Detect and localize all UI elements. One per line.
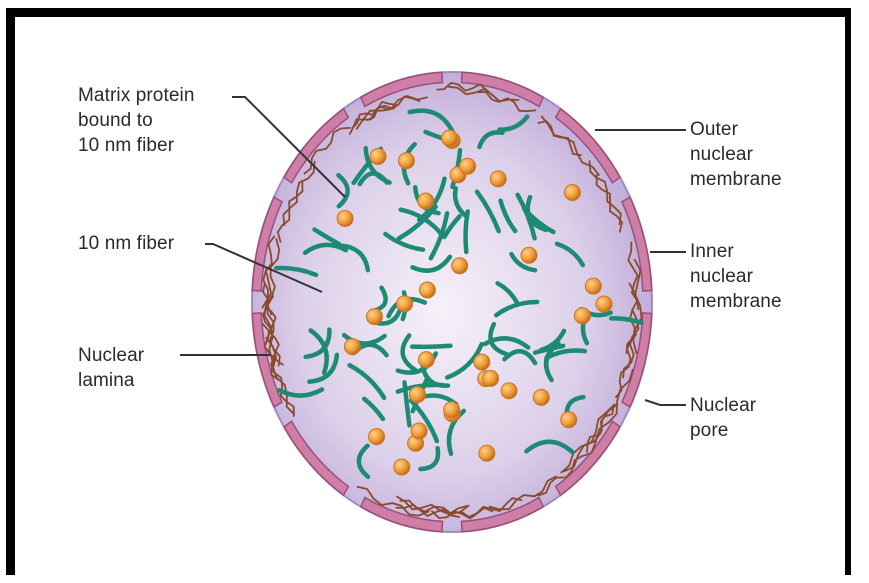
matrix-protein (411, 423, 427, 439)
matrix-protein (585, 278, 601, 294)
matrix-protein (596, 296, 612, 312)
matrix-protein (337, 211, 353, 227)
matrix-protein (398, 153, 414, 169)
pore-label: Nuclear pore (690, 393, 756, 443)
matrix-protein (442, 130, 458, 146)
matrix-protein (533, 389, 549, 405)
matrix-protein (490, 171, 506, 187)
matrix-protein (460, 158, 476, 174)
matrix-protein (483, 370, 499, 386)
matrix-protein-label: Matrix protein bound to 10 nm fiber (78, 83, 195, 158)
matrix-protein (452, 258, 468, 274)
matrix-protein (574, 308, 590, 324)
pore-leader (645, 400, 686, 405)
matrix-protein (369, 429, 385, 445)
matrix-protein (474, 354, 490, 370)
matrix-protein (479, 445, 495, 461)
fiber-label: 10 nm fiber (78, 231, 174, 256)
matrix-protein (418, 193, 434, 209)
matrix-protein (561, 412, 577, 428)
matrix-protein (521, 247, 537, 263)
matrix-protein (444, 402, 460, 418)
inner-membrane-label: Inner nuclear membrane (690, 239, 782, 314)
matrix-protein (397, 296, 413, 312)
matrix-protein (409, 387, 425, 403)
matrix-protein (394, 459, 410, 475)
lamina-label: Nuclear lamina (78, 343, 144, 393)
matrix-protein (564, 185, 580, 201)
matrix-protein (370, 149, 386, 165)
matrix-protein (501, 383, 517, 399)
matrix-protein (419, 282, 435, 298)
matrix-protein (344, 339, 360, 355)
matrix-protein (367, 309, 383, 325)
outer-membrane-label: Outer nuclear membrane (690, 117, 782, 192)
chromatin-fiber (412, 346, 450, 347)
matrix-protein (418, 352, 434, 368)
